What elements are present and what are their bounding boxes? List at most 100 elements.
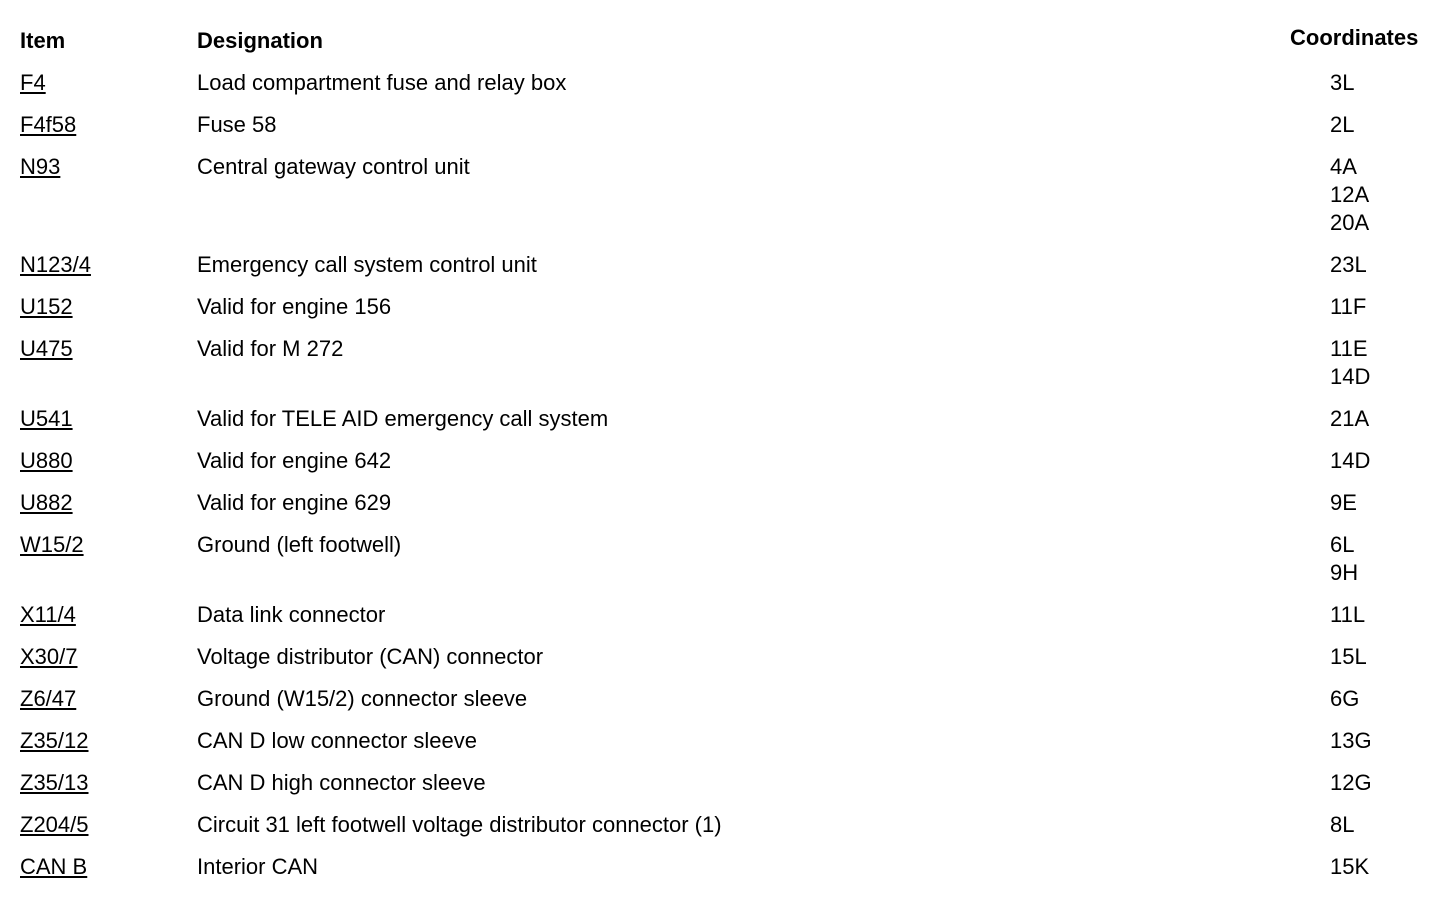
designation-cell: Central gateway control unit (197, 154, 470, 179)
item-link[interactable]: Z35/12 (20, 728, 89, 753)
item-cell: X30/7 (0, 643, 197, 671)
coordinates-cell: 11F (1310, 293, 1366, 321)
coordinate-value: 4A (1330, 154, 1357, 179)
column-header-item: Item (20, 28, 66, 53)
item-cell: CAN B (0, 853, 197, 881)
coordinates-cell: 2L (1310, 111, 1354, 139)
table-row: U541 Valid for TELE AID emergency call sy… (0, 405, 1456, 447)
item-cell: N93 (0, 153, 197, 181)
designation-cell: Valid for engine 156 (197, 294, 392, 319)
table-row: F4 Load compartment fuse and relay box 3L (0, 69, 1456, 111)
table-row: F4f58 Fuse 58 2L (0, 111, 1456, 153)
item-link[interactable]: Z35/13 (20, 770, 89, 795)
item-cell: U882 (0, 489, 197, 517)
item-cell: Z35/12 (0, 727, 197, 755)
coordinates-cell: 3L (1310, 69, 1354, 97)
designation-cell: CAN D low connector sleeve (197, 728, 478, 753)
coordinates-cell: 23L (1310, 251, 1367, 279)
designation-cell: Voltage distributor (CAN) connector (197, 644, 544, 669)
item-cell: X11/4 (0, 601, 197, 629)
table-row: Z35/12 CAN D low connector sleeve 13G (0, 727, 1456, 769)
coordinate-value: 9E (1330, 490, 1357, 515)
item-link[interactable]: CAN B (20, 854, 88, 879)
designation-cell: Load compartment fuse and relay box (197, 70, 567, 95)
item-cell: U475 (0, 335, 197, 363)
item-cell: U152 (0, 293, 197, 321)
coordinate-value: 12A (1330, 182, 1370, 207)
item-link[interactable]: X30/7 (20, 644, 78, 669)
coordinate-value: 11L (1330, 602, 1366, 627)
item-link[interactable]: F4f58 (20, 112, 77, 137)
item-cell: Z6/47 (0, 685, 197, 713)
table-row: U152 Valid for engine 156 11F (0, 293, 1456, 335)
coordinate-value: 14D (1330, 364, 1371, 389)
table-row: U880 Valid for engine 642 14D (0, 447, 1456, 489)
item-link[interactable]: N123/4 (20, 252, 91, 277)
coordinate-value: 3L (1330, 70, 1355, 95)
column-header-coordinates: Coordinates (1290, 25, 1419, 50)
table-row: CAN B Interior CAN 15K (0, 853, 1456, 895)
table-row: Z6/47 Ground (W15/2) connector sleeve 6G (0, 685, 1456, 727)
item-cell: Z204/5 (0, 811, 197, 839)
item-link[interactable]: W15/2 (20, 532, 84, 557)
item-link[interactable]: N93 (20, 154, 61, 179)
item-link[interactable]: F4 (20, 70, 46, 95)
item-cell: F4f58 (0, 111, 197, 139)
designation-cell: Ground (left footwell) (197, 532, 402, 557)
coordinate-value: 14D (1330, 448, 1371, 473)
coordinate-value: 8L (1330, 812, 1355, 837)
coordinate-value: 20A (1330, 210, 1370, 235)
designation-cell: Valid for engine 642 (197, 448, 392, 473)
designation-cell: Valid for TELE AID emergency call system (197, 406, 609, 431)
designation-cell: Valid for engine 629 (197, 490, 392, 515)
coordinate-value: 23L (1330, 252, 1367, 277)
item-cell: F4 (0, 69, 197, 97)
coordinate-value: 11F (1330, 294, 1367, 319)
item-link[interactable]: U541 (20, 406, 73, 431)
coordinate-value: 21A (1330, 406, 1370, 431)
designation-cell: Circuit 31 left footwell voltage distrib… (197, 812, 722, 837)
table-row: Z204/5 Circuit 31 left footwell voltage d… (0, 811, 1456, 853)
item-link[interactable]: U152 (20, 294, 73, 319)
item-cell: Z35/13 (0, 769, 197, 797)
coordinate-value: 13G (1330, 728, 1372, 753)
column-header-designation: Designation (197, 28, 323, 53)
designation-cell: Emergency call system control unit (197, 252, 537, 277)
item-link[interactable]: U475 (20, 336, 73, 361)
coordinate-value: 11E (1330, 336, 1368, 361)
designation-cell: Fuse 58 (197, 112, 277, 137)
designation-cell: Interior CAN (197, 854, 319, 879)
item-cell: U880 (0, 447, 197, 475)
designation-cell: Ground (W15/2) connector sleeve (197, 686, 528, 711)
coordinate-value: 2L (1330, 112, 1355, 137)
coordinates-cell: 14D (1310, 447, 1370, 475)
coordinates-cell: 11L (1310, 601, 1365, 629)
item-link[interactable]: X11/4 (20, 602, 76, 627)
coordinates-cell: 4A 12A 20A (1310, 153, 1369, 237)
table-row: N93 Central gateway control unit 4A 12A 20A (0, 153, 1456, 251)
coordinates-cell: 15L (1310, 643, 1367, 671)
item-link[interactable]: Z204/5 (20, 812, 89, 837)
coordinate-value: 6G (1330, 686, 1360, 711)
coordinates-cell: 21A (1310, 405, 1369, 433)
coordinate-value: 12G (1330, 770, 1372, 795)
coordinates-cell: 12G (1310, 769, 1372, 797)
table-row: N123/4 Emergency call system control unit… (0, 251, 1456, 293)
coordinates-cell: 9E (1310, 489, 1357, 517)
item-link[interactable]: Z6/47 (20, 686, 77, 711)
coordinates-cell: 6G (1310, 685, 1359, 713)
item-link[interactable]: U880 (20, 448, 73, 473)
item-cell: N123/4 (0, 251, 197, 279)
coordinates-cell: 8L (1310, 811, 1354, 839)
coordinate-value: 15K (1330, 854, 1370, 879)
item-link[interactable]: U882 (20, 490, 73, 515)
table-row: X30/7 Voltage distributor (CAN) connector… (0, 643, 1456, 685)
coordinates-cell: 15K (1310, 853, 1369, 881)
item-cell: U541 (0, 405, 197, 433)
